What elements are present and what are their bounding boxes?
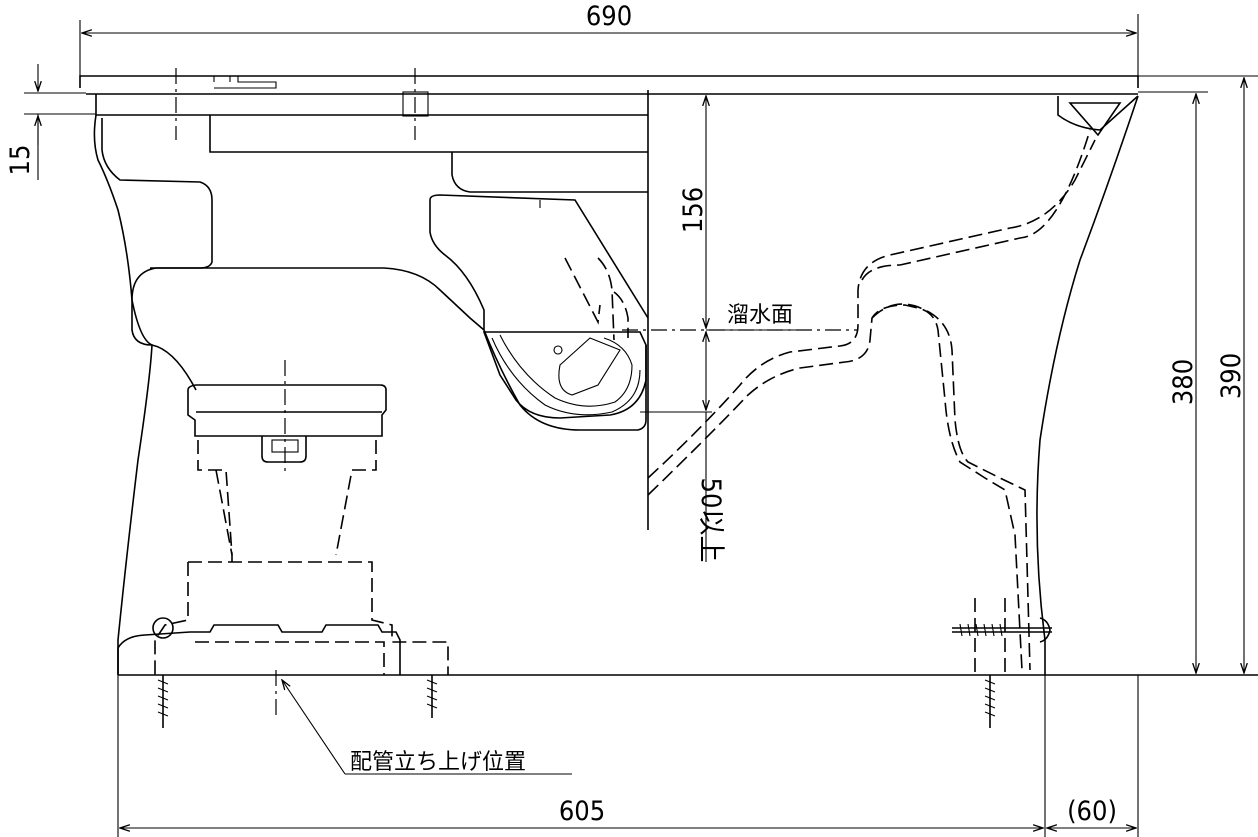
dim-390-label: 390 [1216, 353, 1247, 399]
center-lines [175, 68, 429, 715]
dim-heights: 380 390 [1138, 75, 1258, 673]
floor-screw-left [157, 675, 169, 728]
dim-50-label: 50以上 [695, 478, 726, 563]
dim-156-label: 156 [678, 187, 709, 233]
pipe-position-label: 配管立ち上げ位置 [350, 750, 526, 775]
trapway-dashed [539, 129, 1096, 671]
dim-15-label: 15 [5, 145, 36, 176]
dim-overall-width: 690 [79, 1, 1139, 78]
floor-screw-right [984, 675, 996, 728]
dim-60-label: (60) [1067, 796, 1117, 827]
dim-bottom: 605 (60) [117, 675, 1139, 837]
pipe-position-callout: 配管立ち上げ位置 [282, 680, 572, 775]
rear-bolt [952, 598, 1052, 675]
dim-rim-thickness: 15 [5, 64, 96, 180]
dim-trap: 156 溜水面 50以上 [622, 96, 858, 562]
floor-screw-mid [426, 675, 438, 718]
dim-690-label: 690 [586, 1, 632, 32]
water-surface-label: 溜水面 [727, 303, 793, 328]
dim-605-label: 605 [559, 796, 605, 827]
dim-380-label: 380 [1168, 359, 1199, 405]
drain-pedestal [117, 360, 449, 675]
toilet-body [79, 75, 1139, 675]
floor-screws [157, 675, 996, 728]
